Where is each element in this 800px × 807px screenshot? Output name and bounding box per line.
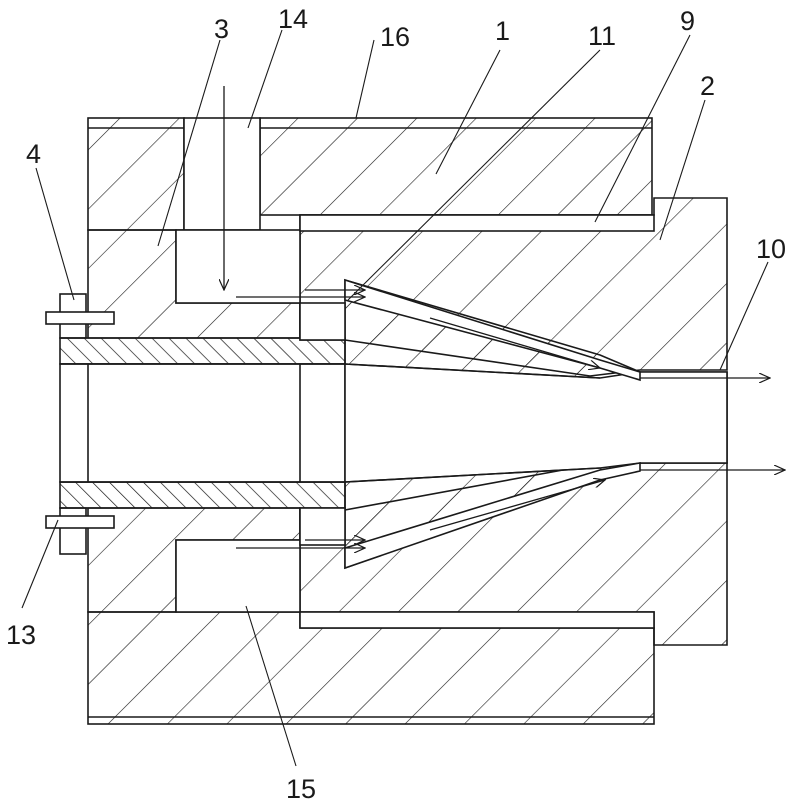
manifold-chamber-lower [175,539,301,613]
leader-14 [247,29,283,129]
cone-upper-edge [344,363,601,379]
shaft-lower [59,481,346,509]
label-3: 3 [214,14,229,44]
label-16: 16 [380,22,410,52]
leader-3 [157,39,221,247]
outer-casing-top-right [259,117,653,216]
label-1: 1 [495,16,510,46]
manifold-chamber-upper [175,229,301,304]
leader-16 [355,39,375,119]
ring-gap-lower [299,507,346,546]
label-9: 9 [680,6,695,36]
leader-1 [435,49,501,175]
label-2: 2 [700,71,715,101]
label-14: 14 [278,4,308,34]
label-4: 4 [26,139,41,169]
inlet-channel-14 [183,117,261,231]
leader-13 [21,519,59,609]
label-13: 13 [6,620,36,650]
outer-casing-top-left [87,117,185,231]
leader-2 [659,99,706,241]
cone-lower-edge [344,467,601,483]
leader-15 [245,605,297,767]
leader-4 [35,167,75,301]
label-15: 15 [286,774,316,804]
sleeve-part-9 [299,214,655,232]
sleeve-part-9-lower [299,611,655,629]
center-bore [59,363,346,483]
bolt-lower [45,515,115,529]
bolt-upper [45,311,115,325]
flow-channel-lower [344,462,641,570]
nut-part-13 [59,507,87,555]
leader-9 [594,34,691,223]
flow-arrow-lower-channel [429,480,605,531]
label-10: 10 [756,234,786,264]
shaft-upper [59,337,346,365]
outer-casing-bottom [87,611,655,725]
leader-11 [347,49,601,301]
ring-gap-upper [299,302,346,341]
flow-arrow-upper-channel [429,317,600,368]
flow-channel-upper [344,278,641,382]
label-11: 11 [588,21,616,51]
leader-10 [719,261,769,371]
